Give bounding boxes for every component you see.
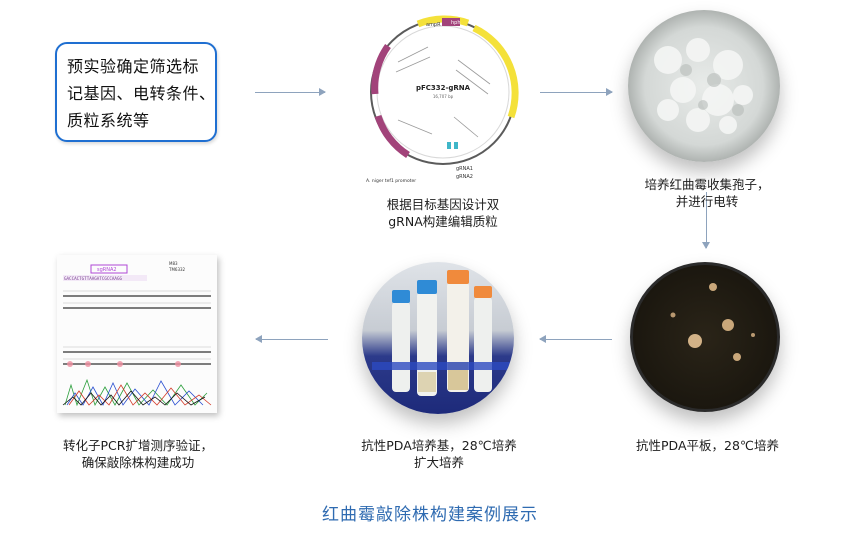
seq-top-label: M83 <box>169 261 178 266</box>
intro-line: 记基因、电转条件、 <box>67 84 216 103</box>
intro-line: 质粒系统等 <box>67 111 150 130</box>
caption-line: 扩大培养 <box>413 455 464 470</box>
caption-sequencing: 转化子PCR扩增测序验证， 确保敲除株构建成功 <box>40 437 236 471</box>
sgrna-label: sgRNA2 <box>97 267 117 273</box>
grna2-label: gRNA2 <box>456 174 473 180</box>
sequencing-result-image: sgRNA2 M83 TM6332 GACCACTGTTAAGATCGCCAAG… <box>57 255 217 413</box>
plasmid-size: 16,707 bp <box>433 94 454 99</box>
tubes-photo <box>362 262 514 414</box>
caption-plate: 抗性PDA平板，28℃培养 <box>620 437 795 454</box>
caption-line: 培养红曲霉收集孢子， <box>644 177 770 192</box>
arrow-left-icon <box>255 335 328 343</box>
grna1-label: gRNA1 <box>456 166 473 172</box>
hph-label: hph <box>451 20 461 26</box>
intro-box: 预实验确定筛选标 记基因、电转条件、 质粒系统等 <box>55 42 217 142</box>
caption-line: 抗性PDA培养基，28℃培养 <box>361 438 517 453</box>
caption-spores: 培养红曲霉收集孢子， 并进行电转 <box>622 176 792 210</box>
caption-tubes: 抗性PDA培养基，28℃培养 扩大培养 <box>348 437 530 471</box>
caption-line: 抗性PDA平板，28℃培养 <box>636 438 779 453</box>
seq-highlight: GACCACTGTTAAGATCGCCAAGG <box>64 276 122 281</box>
pda-plate-photo <box>630 262 780 412</box>
caption-line: 根据目标基因设计双 <box>386 197 500 212</box>
arrow-left-icon <box>539 335 612 343</box>
caption-line: 转化子PCR扩增测序验证， <box>63 438 213 453</box>
caption-plasmid: 根据目标基因设计双 gRNA构建编辑质粒 <box>358 196 528 230</box>
arrow-right-icon <box>255 88 326 96</box>
caption-line: 确保敲除株构建成功 <box>81 455 195 470</box>
promoter-label: A. niger tef1 promoter <box>366 178 416 184</box>
seq-top-label: TM6332 <box>168 267 186 272</box>
arrow-right-icon <box>540 88 613 96</box>
page-title: 红曲霉敲除株构建案例展示 <box>322 505 538 525</box>
spore-culture-photo <box>628 10 780 162</box>
plasmid-name: pFC332-gRNA <box>416 84 471 92</box>
amp-label: ampR <box>426 22 441 28</box>
plasmid-map: pFC332-gRNA 16,707 bp hph ampR A. niger … <box>366 15 519 184</box>
arrow-down-icon <box>702 192 710 249</box>
intro-line: 预实验确定筛选标 <box>67 57 200 76</box>
caption-line: 并进行电转 <box>675 194 739 209</box>
caption-line: gRNA构建编辑质粒 <box>388 214 498 229</box>
